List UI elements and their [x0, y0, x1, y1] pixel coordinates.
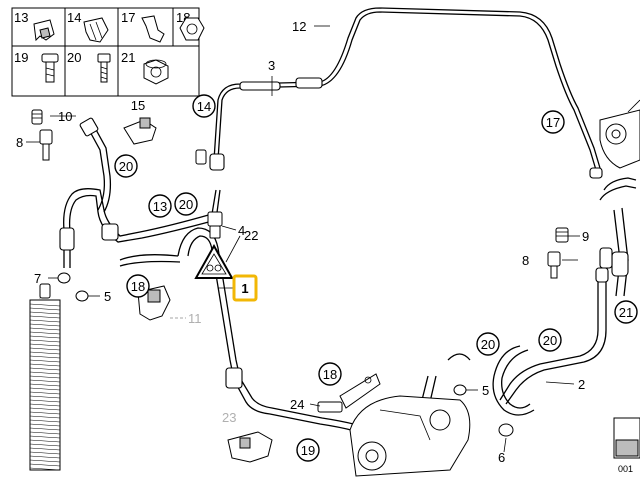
legend-number-20: 20 — [67, 50, 81, 65]
label-4[interactable]: 4 — [238, 223, 245, 238]
label-2[interactable]: 2 — [578, 377, 585, 392]
sensor-15 — [123, 117, 157, 145]
callout-20-b[interactable]: 20 — [174, 192, 198, 216]
legend-number-13: 13 — [14, 10, 28, 25]
pipe-1-hose — [119, 227, 385, 441]
pipe-13 — [59, 153, 225, 268]
screw-20-sketch — [97, 53, 111, 83]
leader-lines — [26, 25, 580, 453]
svg-text:18: 18 — [323, 367, 337, 382]
label-8-right[interactable]: 8 — [522, 253, 529, 268]
svg-text:15: 15 — [131, 98, 145, 113]
label-10[interactable]: 10 — [58, 109, 72, 124]
svg-text:20: 20 — [179, 197, 193, 212]
callout-17[interactable]: 17 — [541, 110, 565, 134]
label-3[interactable]: 3 — [268, 58, 275, 73]
pressure-switch-small — [195, 149, 207, 165]
svg-text:18: 18 — [131, 279, 145, 294]
pressure-switch-4 — [207, 211, 223, 239]
svg-text:21: 21 — [619, 305, 633, 320]
o-ring-5-right — [453, 384, 467, 396]
legend-number-19: 19 — [14, 50, 28, 65]
pipe-2-hose — [492, 267, 609, 416]
svg-text:20: 20 — [481, 337, 495, 352]
bolt-19-sketch — [41, 53, 59, 83]
legend-number-21: 21 — [121, 50, 135, 65]
label-22[interactable]: 22 — [244, 228, 258, 243]
o-ring-6 — [498, 423, 514, 437]
callout-20-a[interactable]: 20 — [114, 154, 138, 178]
label-11[interactable]: 11 — [188, 311, 202, 326]
nut-18-sketch — [179, 17, 205, 41]
callout-15[interactable]: 15 — [131, 98, 145, 113]
callout-13[interactable]: 13 — [148, 194, 172, 218]
svg-text:19: 19 — [301, 443, 315, 458]
label-12[interactable]: 12 — [292, 19, 306, 34]
callout-18-b[interactable]: 18 — [318, 362, 342, 386]
svg-text:20: 20 — [543, 333, 557, 348]
part-reference-icon — [613, 417, 640, 459]
o-ring-5-left — [75, 290, 89, 302]
label-5-left[interactable]: 5 — [104, 289, 111, 304]
clip-17-sketch — [141, 15, 165, 43]
compressor-bottom — [349, 395, 471, 477]
svg-text:20: 20 — [119, 159, 133, 174]
valve-8-left — [39, 129, 53, 161]
label-9[interactable]: 9 — [582, 229, 589, 244]
legend-number-14: 14 — [67, 10, 81, 25]
label-24[interactable]: 24 — [290, 397, 304, 412]
callout-20-c[interactable]: 20 — [476, 332, 500, 356]
label-8-left[interactable]: 8 — [16, 135, 23, 150]
callout-21[interactable]: 21 — [614, 300, 638, 324]
svg-text:17: 17 — [546, 115, 560, 130]
compressor-top-right — [599, 99, 640, 169]
callout-20-d[interactable]: 20 — [538, 328, 562, 352]
callout-18-a[interactable]: 18 — [126, 274, 150, 298]
svg-text:1: 1 — [241, 281, 248, 296]
bracket-23 — [227, 431, 273, 463]
nut-21-sketch — [143, 59, 169, 85]
label-1-highlighted[interactable]: 1 — [232, 274, 258, 302]
valve-cap-10 — [31, 109, 43, 125]
callout-19[interactable]: 19 — [296, 438, 320, 462]
diagram-code: 001 — [618, 464, 633, 474]
pipe-right-upper — [599, 177, 637, 297]
pipe-upper-left — [79, 117, 112, 213]
label-5-right[interactable]: 5 — [482, 383, 489, 398]
pipe-3 — [213, 7, 603, 179]
legend-number-17: 17 — [121, 10, 135, 25]
condenser — [29, 283, 61, 471]
callout-14[interactable]: 14 — [192, 94, 216, 118]
warning-label-22 — [194, 243, 234, 279]
label-7[interactable]: 7 — [34, 271, 41, 286]
o-ring-7 — [57, 272, 71, 284]
label-6[interactable]: 6 — [498, 450, 505, 465]
valve-8-right — [547, 251, 561, 279]
svg-text:14: 14 — [197, 99, 211, 114]
svg-text:13: 13 — [153, 199, 167, 214]
valve-cap-9 — [555, 227, 569, 243]
clip-13-sketch — [33, 19, 55, 42]
label-23[interactable]: 23 — [222, 410, 236, 425]
clip-14-sketch — [83, 17, 109, 43]
parts-legend-grid: 13 14 17 18 19 20 21 — [11, 7, 205, 97]
fitting-24 — [317, 373, 381, 413]
